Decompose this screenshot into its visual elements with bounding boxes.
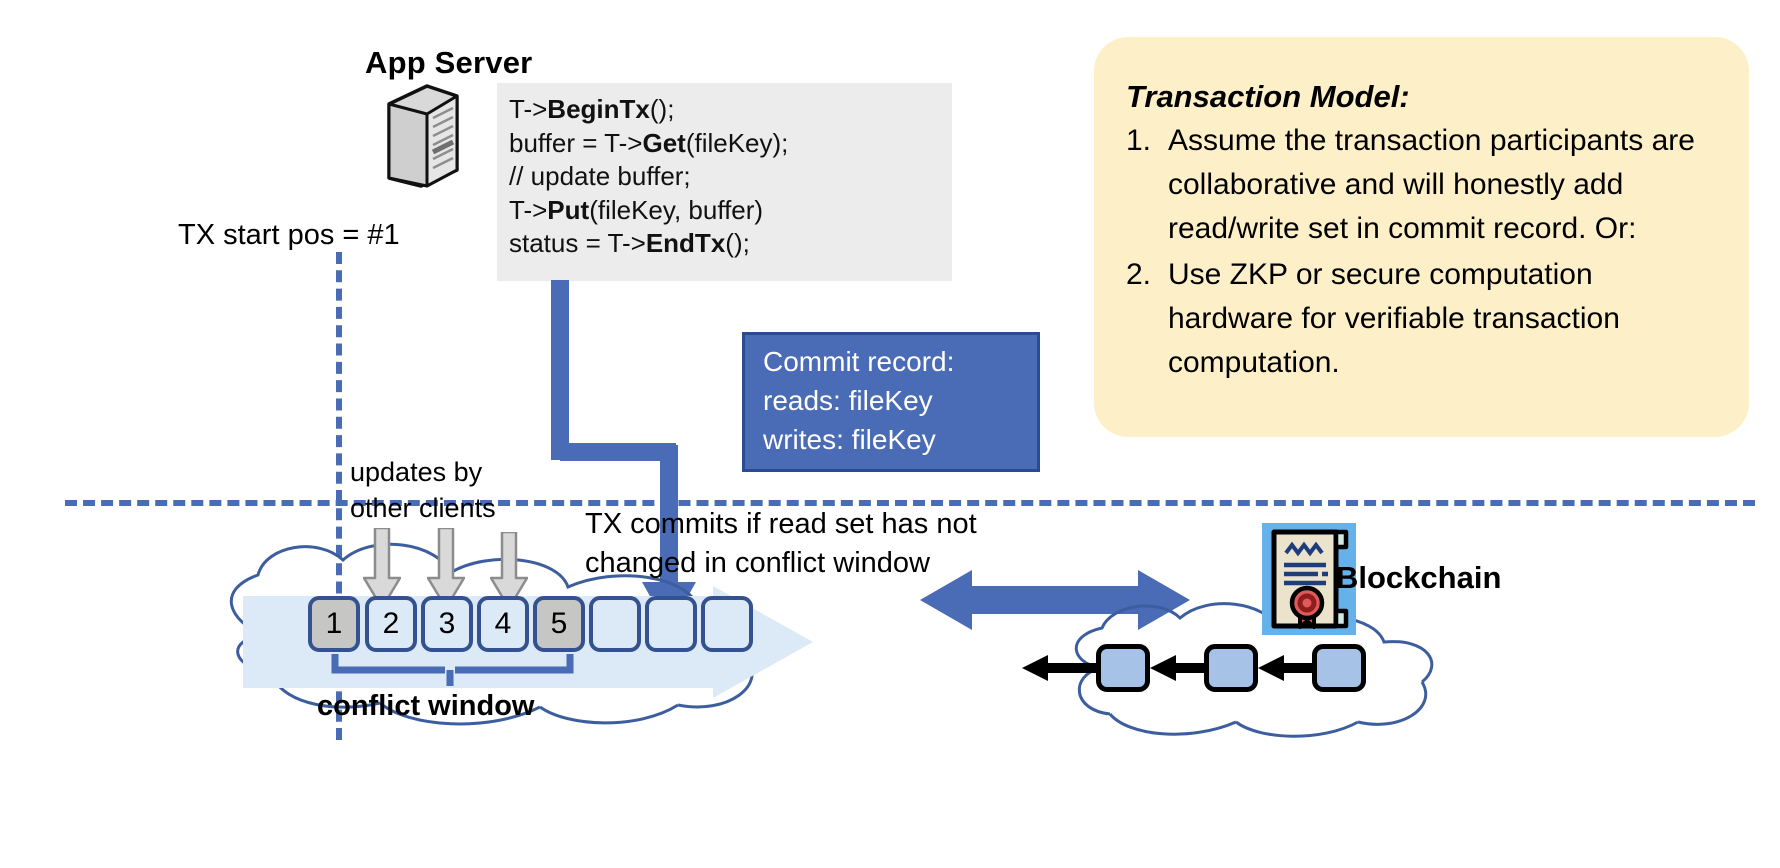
commit-record-writes: writes: fileKey xyxy=(763,424,936,455)
sync-bidirectional-arrow xyxy=(920,568,1190,632)
update-arrow-icon xyxy=(426,526,466,615)
blockchain-link-arrow-icon xyxy=(1150,655,1206,686)
list-marker: 1. xyxy=(1126,124,1152,157)
tx-start-dashed-vertical xyxy=(336,252,342,740)
update-arrow-icon xyxy=(362,526,402,615)
tx-commits-condition-label: TX commits if read set has not changed i… xyxy=(585,505,977,583)
code-line: // update buffer; xyxy=(509,161,691,191)
blockchain-cloud-outline xyxy=(1040,590,1460,750)
updates-label-line1: updates by xyxy=(350,457,483,487)
blockchain-block xyxy=(1204,644,1258,692)
code-line: status = T->EndTx(); xyxy=(509,228,750,258)
log-entry[interactable] xyxy=(645,596,697,652)
blockchain-link-arrow-icon xyxy=(1258,655,1314,686)
commit-record-title: Commit record: xyxy=(763,346,955,377)
log-entry[interactable]: 4 xyxy=(477,596,529,652)
log-entry[interactable]: 3 xyxy=(421,596,473,652)
layer-divider-dashed-horizontal xyxy=(65,500,1755,506)
list-text: Use ZKP or secure computation hardware f… xyxy=(1168,258,1620,379)
tx-start-position-label: TX start pos = #1 xyxy=(178,219,400,251)
code-line: T->BeginTx(); xyxy=(509,94,675,124)
transaction-model-title: Transaction Model: xyxy=(1126,79,1410,114)
transaction-model-item: 1. Assume the transaction participants a… xyxy=(1126,119,1723,251)
blockchain-block xyxy=(1096,644,1150,692)
commit-record-reads: reads: fileKey xyxy=(763,385,933,416)
app-server-title: App Server xyxy=(365,45,533,80)
log-entry[interactable]: 1 xyxy=(308,596,360,652)
commit-record-box: Commit record: reads: fileKey writes: fi… xyxy=(742,332,1040,472)
updates-label-line2: other clients xyxy=(350,492,496,523)
update-arrow-icon xyxy=(489,530,529,615)
log-entry[interactable]: 2 xyxy=(365,596,417,652)
log-entry[interactable] xyxy=(589,596,641,652)
blockchain-link-arrow-icon xyxy=(1022,655,1100,686)
code-line: buffer = T->Get(fileKey); xyxy=(509,127,789,158)
log-entry[interactable] xyxy=(701,596,753,652)
blockchain-block xyxy=(1312,644,1366,692)
updates-by-other-clients-label: updates by other clients xyxy=(350,455,496,526)
transaction-model-item: 2. Use ZKP or secure computation hardwar… xyxy=(1126,253,1723,385)
blockchain-label: Blockchain xyxy=(1336,560,1502,595)
code-line: T->Put(fileKey, buffer) xyxy=(509,194,764,225)
app-server-code-block: T->BeginTx(); buffer = T->Get(fileKey); … xyxy=(497,83,952,281)
conflict-window-label: conflict window xyxy=(317,690,535,722)
conflict-window-brace xyxy=(330,652,580,696)
certificate-seal-icon xyxy=(1262,523,1356,635)
commits-label-line1: TX commits if read set has not xyxy=(585,508,977,540)
log-entry[interactable]: 5 xyxy=(533,596,585,652)
server-tower-icon xyxy=(383,82,463,190)
list-text: Assume the transaction participants are … xyxy=(1168,124,1695,245)
transaction-model-callout: Transaction Model: 1. Assume the transac… xyxy=(1094,37,1749,437)
commits-label-line2: changed in conflict window xyxy=(585,547,930,580)
list-marker: 2. xyxy=(1126,258,1152,291)
